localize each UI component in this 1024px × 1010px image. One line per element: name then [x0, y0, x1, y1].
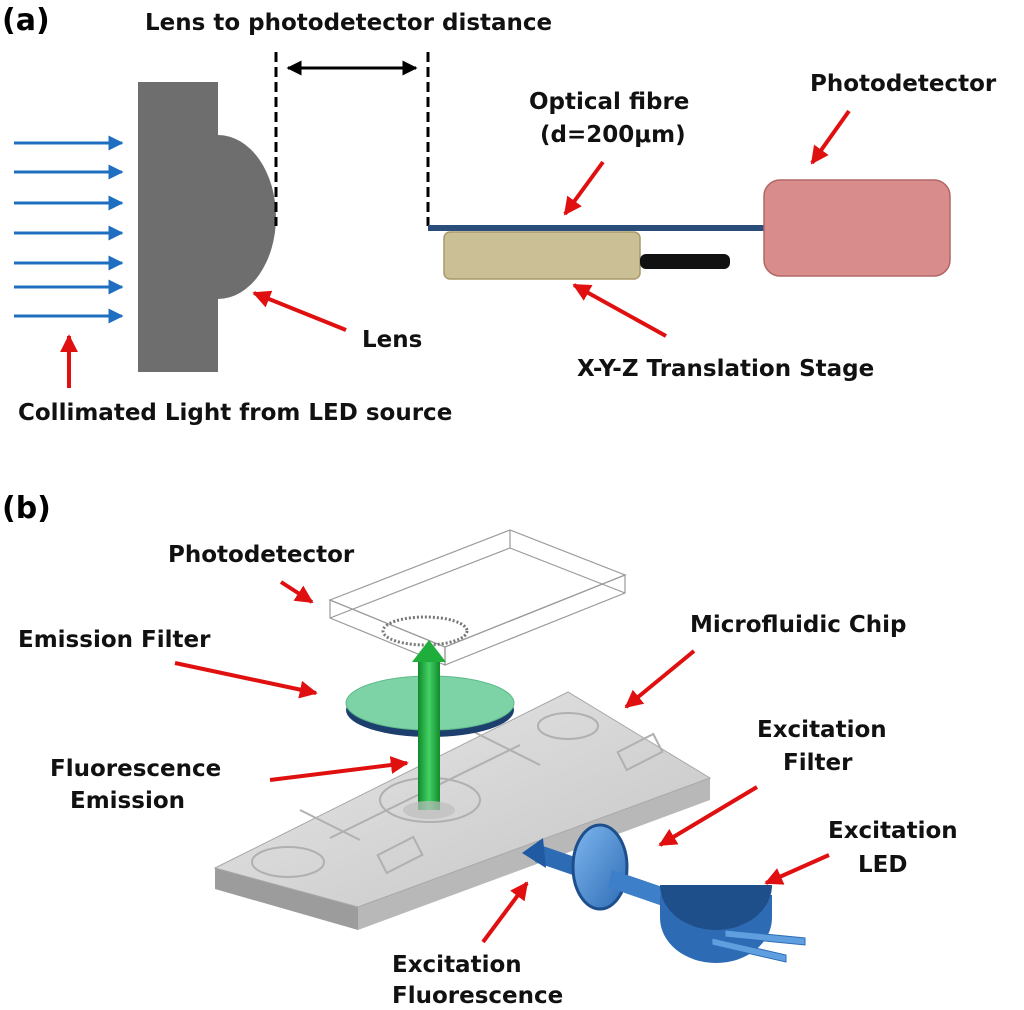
fluorescence-label-line2: Emission: [70, 788, 185, 814]
panel-b-label: (b): [2, 491, 51, 526]
panel-a-pointers: [60, 109, 851, 388]
photodetector-wireframe: [328, 529, 627, 666]
translation-stage: [443, 231, 641, 280]
emission-filter-label: Emission Filter: [18, 627, 211, 653]
chip-pointer-arrow: [624, 649, 696, 709]
excitation-assembly: [522, 823, 665, 911]
excitation-filter-label-line2: Filter: [783, 750, 853, 776]
excitation-led-label-line2: LED: [858, 852, 907, 878]
distance-label: Lens to photodetector distance: [145, 10, 552, 36]
excitation-filter-disc: [571, 823, 629, 911]
excitation-filter-pointer-arrow: [658, 785, 759, 847]
panel-b: (b): [2, 491, 958, 1009]
photodetector-box: [763, 179, 951, 277]
excitation-beam-front: [608, 870, 665, 905]
panel-b-pointers: [174, 580, 830, 944]
emission-filter-pointer-arrow: [174, 661, 318, 699]
panel-a: (a) Lens to photodetector distance Optic…: [2, 3, 997, 426]
microfluidic-chip-label: Microfluidic Chip: [690, 612, 906, 638]
optical-fibre-diameter-label: (d=200μm): [540, 122, 686, 148]
lens-pointer-arrow: [252, 290, 347, 332]
excitation-fluor-label-line2: Fluorescence: [392, 983, 563, 1009]
lens: [138, 82, 276, 372]
optical-fibre-label: Optical fibre: [529, 89, 689, 115]
excitation-filter-label-line1: Excitation: [757, 717, 887, 743]
photodetector-pointer-arrow: [810, 109, 851, 165]
excitation-beam-head: [522, 838, 546, 868]
b-photodetector-pointer-arrow: [279, 580, 314, 604]
chip-front-face: [215, 868, 358, 930]
stage-label: X-Y-Z Translation Stage: [577, 356, 874, 382]
stage-knob: [640, 254, 730, 269]
excitation-led-pointer-arrow: [764, 853, 830, 885]
stage-pointer-arrow: [572, 283, 667, 338]
lens-label: Lens: [362, 327, 422, 353]
b-photodetector-label: Photodetector: [168, 542, 355, 568]
excitation-fluor-pointer-arrow: [481, 881, 529, 944]
fluorescence-label-line1: Fluorescence: [50, 756, 221, 782]
collimated-light-label: Collimated Light from LED source: [18, 400, 452, 426]
detector-ring: [381, 615, 469, 647]
excitation-fluor-label-line1: Excitation: [392, 952, 522, 978]
fibre-pointer-arrow: [563, 160, 605, 216]
fluorescence-emission-arrow: [403, 640, 455, 819]
collimated-light-arrows: [14, 135, 124, 324]
photodetector-label: Photodetector: [810, 71, 997, 97]
fluorescence-pointer-arrow: [269, 756, 409, 782]
excitation-led: [660, 885, 806, 963]
panel-a-label: (a): [2, 3, 50, 38]
excitation-led-label-line1: Excitation: [828, 818, 958, 844]
chip-top-face: [213, 691, 712, 908]
